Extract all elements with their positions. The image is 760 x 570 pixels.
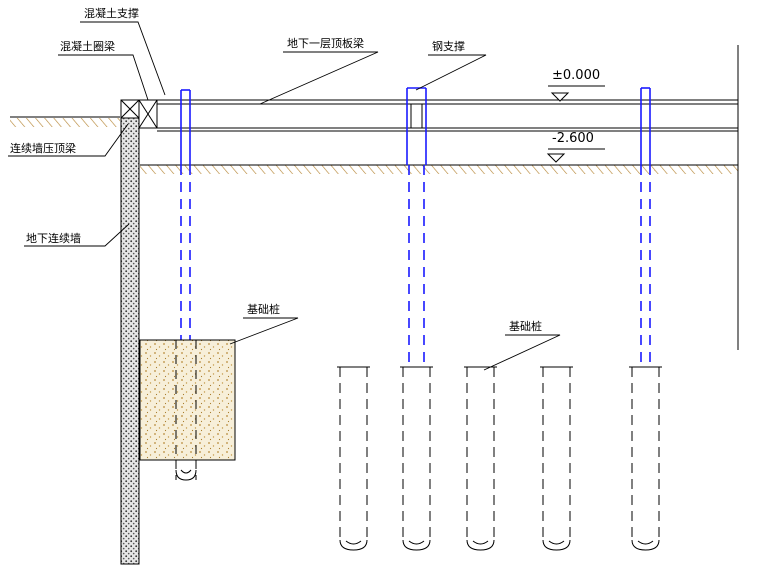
label-ring-beam: 混凝土圈梁 xyxy=(60,39,115,53)
label-pile-left: 基础桩 xyxy=(247,302,280,316)
label-roof-beam: 地下一层顶板梁 xyxy=(287,36,364,50)
elevation-bottom-label: -2.600 xyxy=(552,131,594,146)
steel-column-2 xyxy=(406,87,427,365)
pile-3 xyxy=(464,366,497,551)
foundation-pile-block xyxy=(139,339,236,481)
leader-diaphragm-wall xyxy=(24,223,130,247)
ring-beam xyxy=(138,99,158,129)
excavation-bottom xyxy=(140,164,738,174)
label-diaphragm-wall: 地下连续墙 xyxy=(26,231,81,245)
elevation-marker-top: ±0.000 xyxy=(548,68,605,102)
label-concrete-strut: 混凝土支撑 xyxy=(84,6,139,20)
leader-ring-beam xyxy=(58,54,149,101)
roof-beam xyxy=(157,99,738,105)
label-steel-strut: 钢支撑 xyxy=(432,39,465,53)
label-pile-mid: 基础桩 xyxy=(509,319,542,333)
concrete-strut xyxy=(157,127,738,132)
cap-beam xyxy=(120,99,140,119)
leader-lines xyxy=(8,21,561,371)
ground-surface xyxy=(10,116,120,127)
elevation-top-label: ±0.000 xyxy=(552,68,600,83)
steel-column-3 xyxy=(640,87,651,365)
leader-pile-mid xyxy=(483,334,561,371)
leader-cap-beam xyxy=(8,123,129,157)
leader-steel-strut xyxy=(415,54,487,91)
elevation-marker-bottom: -2.600 xyxy=(546,131,605,163)
leader-roof-beam xyxy=(259,51,379,105)
label-cap-beam: 连续墙压顶梁 xyxy=(10,141,76,155)
leader-concrete-strut xyxy=(80,21,166,96)
pile-4 xyxy=(540,366,573,551)
diaphragm-wall xyxy=(120,117,140,565)
steel-column-1 xyxy=(180,89,191,345)
leader-pile-left xyxy=(229,317,299,345)
pile-2 xyxy=(400,366,433,551)
pile-5 xyxy=(629,366,662,551)
pile-1 xyxy=(337,366,370,551)
